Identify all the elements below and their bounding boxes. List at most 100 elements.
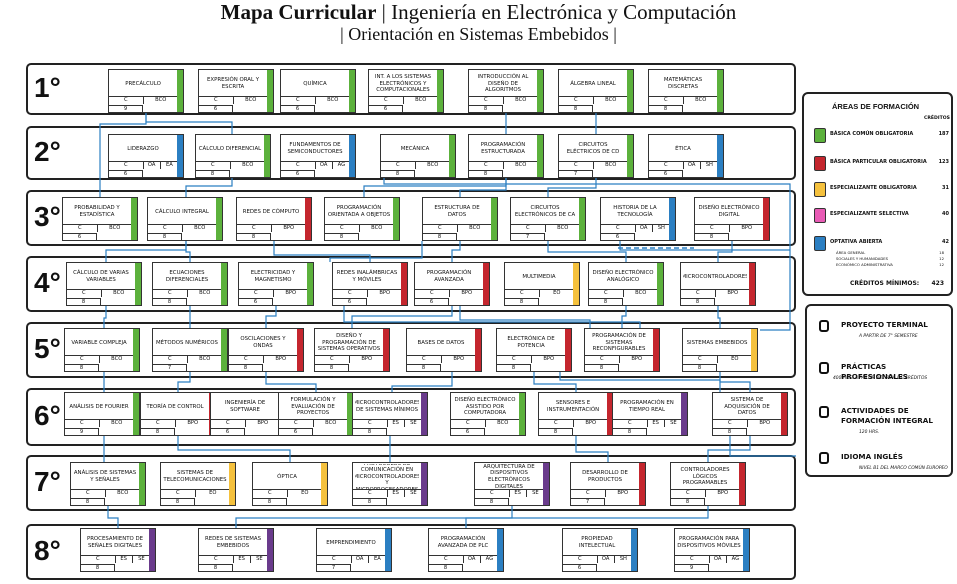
area-color-strip xyxy=(483,263,489,305)
course-tag: ES xyxy=(116,556,133,563)
area-color-strip xyxy=(543,463,549,505)
course-card[interactable]: PROGRAMACIÓN DE SISTEMAS RECONFIGURABLES… xyxy=(584,328,660,372)
course-name: ÉTICA xyxy=(675,145,691,152)
course-tag: BPO xyxy=(617,490,629,496)
area-color-strip xyxy=(421,463,427,505)
semester-label: 8° xyxy=(34,535,61,566)
area-credits: 42 xyxy=(942,239,949,245)
course-credits: 8 xyxy=(199,564,233,571)
area-color-strip xyxy=(349,135,355,177)
course-card[interactable]: INT. A LOS SISTEMAS ELECTRÓNICOS Y COMPU… xyxy=(368,69,444,113)
area-credits: 123 xyxy=(938,159,949,165)
course-type: C xyxy=(315,356,350,363)
course-type: C xyxy=(497,356,532,363)
course-card[interactable]: PROTOCOLOS DE COMUNICACIÓN EN MICROCONTR… xyxy=(352,462,428,506)
course-name: FORMULACIÓN Y EVALUACIÓN DE PROYECTOS xyxy=(290,397,336,417)
course-tag: BPO xyxy=(257,420,269,426)
course-type: C xyxy=(229,356,264,363)
area-color-strip xyxy=(307,263,313,305)
course-type: C xyxy=(675,556,710,563)
area-color-strip xyxy=(133,329,139,371)
requirement-detail: A PARTIR DE 7° SEMESTRE xyxy=(859,334,918,339)
area-label: BÁSICA PARTICULAR OBLIGATORIA xyxy=(830,159,927,165)
course-name: MECÁNICA xyxy=(400,145,430,152)
course-name: PROGRAMACIÓN PARA DISPOSITIVOS MÓVILES xyxy=(677,536,741,549)
course-credits: 8 xyxy=(559,105,593,112)
course-credits: 8 xyxy=(237,233,271,240)
area-color-strip xyxy=(131,198,137,240)
semester-label: 3° xyxy=(34,201,61,232)
course-card[interactable]: DISEÑO ELECTRÓNICO ASISTIDO POR COMPUTAD… xyxy=(450,392,526,436)
course-card[interactable]: DISEÑO Y PROGRAMACIÓN DE SISTEMAS OPERAT… xyxy=(314,328,390,372)
course-type: C xyxy=(279,420,314,427)
course-type: C xyxy=(211,420,246,427)
course-tag: BCO xyxy=(515,162,527,168)
course-tag: SE xyxy=(138,556,145,562)
course-card[interactable]: ARQUITECTURA DE DISPOSITIVOS ELECTRÓNICO… xyxy=(474,462,550,506)
course-credits: 6 xyxy=(451,428,485,435)
